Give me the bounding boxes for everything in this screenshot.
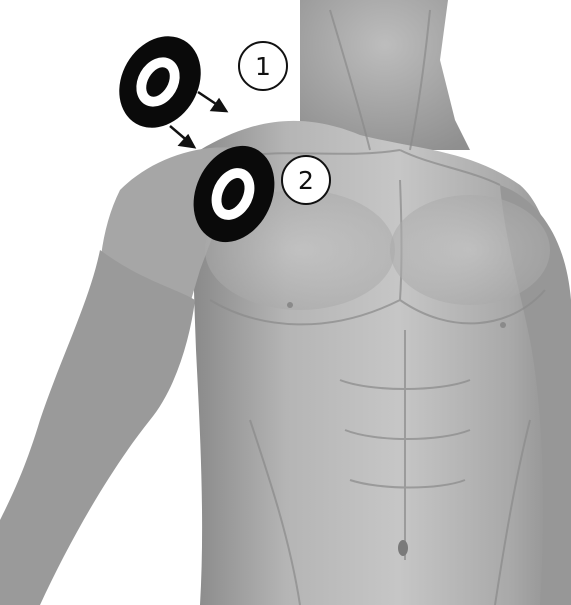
navel	[398, 540, 408, 556]
nipple-right	[500, 322, 506, 328]
step-2-badge: 2	[282, 156, 330, 204]
step-1-badge: 1	[239, 42, 287, 90]
step-1-number: 1	[255, 52, 271, 81]
nipple-left	[287, 302, 293, 308]
ring-pad-1-icon	[103, 21, 217, 142]
step-2-number: 2	[298, 166, 314, 195]
